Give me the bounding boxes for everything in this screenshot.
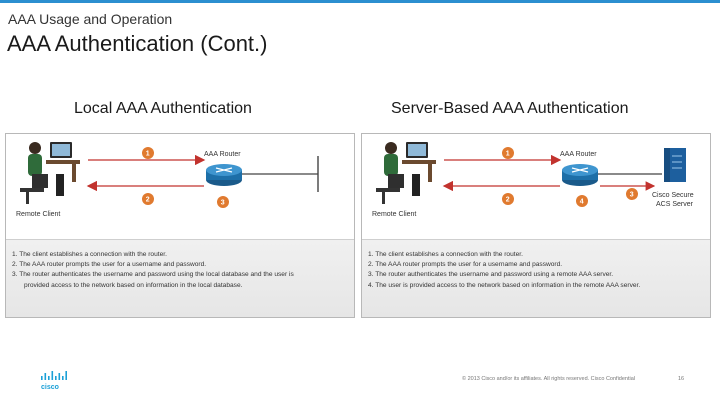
svg-text:1: 1: [146, 151, 150, 158]
svg-text:cisco: cisco: [41, 384, 59, 390]
step-item: 4. The user is provided access to the ne…: [368, 281, 641, 289]
remote-client-icon: [376, 142, 436, 204]
copyright-notice: © 2013 Cisco and/or its affiliates. All …: [462, 376, 636, 382]
svg-text:4: 4: [580, 199, 584, 206]
svg-text:1: 1: [506, 151, 510, 158]
step-marker-1: 1: [142, 147, 154, 159]
local-auth-steps: 1. The client establishes a connection w…: [6, 239, 354, 317]
acs-server-icon: [664, 148, 686, 182]
step-marker-2: 2: [142, 193, 154, 205]
left-panel-heading: Local AAA Authentication: [74, 100, 252, 117]
step-marker-3: 3: [626, 188, 638, 200]
svg-text:2: 2: [506, 197, 510, 204]
step-marker-3: 3: [217, 196, 229, 208]
router-label: AAA Router: [204, 151, 241, 158]
section-label: AAA Usage and Operation: [8, 11, 173, 27]
step-marker-2: 2: [502, 193, 514, 205]
slide-title: AAA Authentication (Cont.): [7, 31, 268, 56]
acs-server-label-line2: ACS Server: [656, 201, 694, 208]
svg-text:2: 2: [146, 197, 150, 204]
step-item: 1. The client establishes a connection w…: [12, 251, 167, 258]
router-icon: [562, 164, 598, 186]
acs-server-label-line1: Cisco Secure: [652, 192, 694, 199]
page-number: 16: [678, 376, 685, 382]
step-item: 3. The router authenticates the username…: [12, 271, 294, 279]
local-auth-panel: Remote Client AAA Router 1 2 3: [5, 133, 355, 318]
step-marker-4: 4: [576, 195, 588, 207]
server-auth-diagram: Remote Client AAA Router Cisco Secure AC…: [372, 142, 694, 218]
remote-client-label: Remote Client: [372, 211, 416, 218]
server-auth-steps: 1. The client establishes a connection w…: [362, 239, 710, 317]
step-item: provided access to the network based on …: [24, 281, 243, 289]
top-accent-rule: [0, 0, 720, 3]
router-icon: [206, 164, 242, 186]
step-item: 2. The AAA router prompts the user for a…: [12, 261, 207, 269]
step-marker-1: 1: [502, 147, 514, 159]
cisco-logo-icon: cisco: [41, 371, 67, 390]
step-item: 2. The AAA router prompts the user for a…: [368, 261, 563, 269]
router-label: AAA Router: [560, 151, 597, 158]
server-auth-panel: Remote Client AAA Router Cisco Secure AC…: [361, 133, 711, 318]
step-item: 1. The client establishes a connection w…: [368, 251, 523, 258]
local-auth-diagram: Remote Client AAA Router 1 2 3: [16, 142, 319, 218]
remote-client-label: Remote Client: [16, 211, 60, 218]
step-item: 3. The router authenticates the username…: [368, 271, 614, 279]
right-panel-heading: Server-Based AAA Authentication: [391, 100, 629, 117]
svg-text:3: 3: [630, 192, 634, 199]
svg-text:3: 3: [221, 200, 225, 207]
remote-client-icon: [20, 142, 80, 204]
